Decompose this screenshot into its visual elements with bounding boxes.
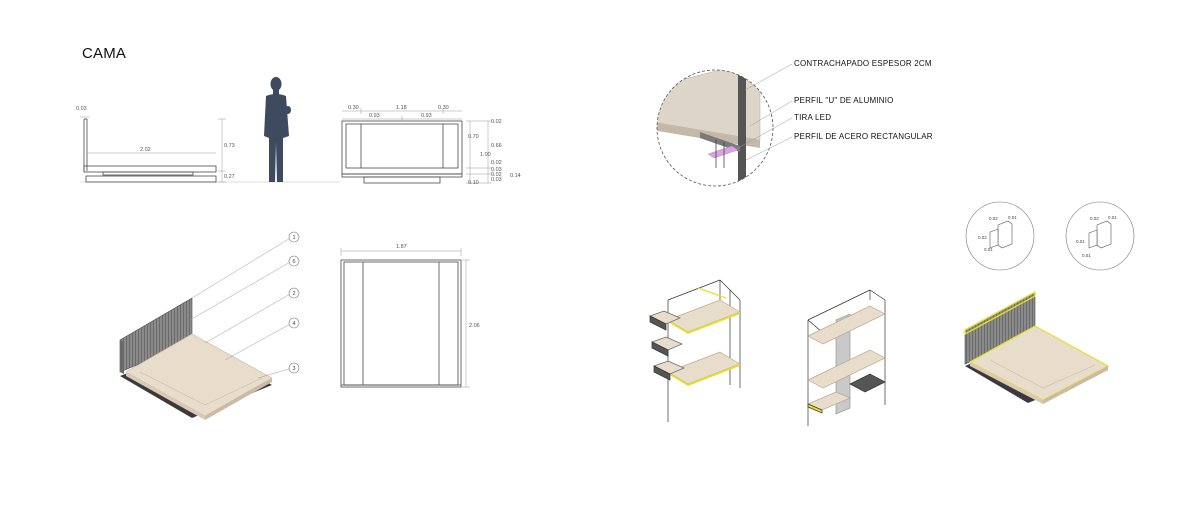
dim-front-r5: 0.02	[491, 160, 502, 166]
dim-side-base: 0.27	[224, 174, 235, 180]
callout-leaders	[189, 236, 293, 379]
svg-text:0.02: 0.02	[1090, 216, 1099, 221]
svg-text:4: 4	[292, 321, 295, 327]
dim-plan-width: 1.87	[396, 244, 407, 250]
dim-front-r3: 0.66	[491, 143, 502, 149]
isometric-bed-highlight	[964, 290, 1110, 404]
plan-view	[340, 259, 462, 388]
label-aluminium-profile: PERFIL "U" DE ALUMINIO	[794, 96, 894, 105]
svg-text:0.02: 0.02	[978, 235, 987, 240]
dim-front-r10: 0.02	[491, 172, 502, 178]
svg-text:2: 2	[292, 291, 295, 297]
plan-dims	[340, 248, 470, 388]
dim-front-right: 0.30	[438, 105, 449, 111]
label-led-strip: TIRA LED	[794, 113, 831, 122]
steel-profile	[738, 70, 746, 186]
dim-front-r8: 0.10	[468, 180, 479, 186]
isometric-bed	[119, 297, 273, 420]
human-silhouette	[264, 77, 291, 182]
front-elevation	[341, 120, 463, 184]
callout-3: 3	[288, 362, 300, 374]
dim-front-r1: 0.02	[491, 119, 502, 125]
callout-4: 4	[288, 317, 300, 329]
dim-front-mid: 1.18	[396, 105, 407, 111]
page-title: CAMA	[82, 45, 127, 62]
dim-front-r6: 0.03	[491, 167, 502, 173]
svg-text:6: 6	[292, 259, 295, 265]
label-plywood: CONTRACHAPADO ESPESOR 2CM	[794, 59, 932, 68]
profile-detail-right: 0.02 0.01 0.01 0.01	[1065, 201, 1135, 271]
side-elevation	[80, 118, 340, 183]
dim-side-top: 0.03	[76, 106, 87, 112]
svg-text:1: 1	[292, 235, 295, 241]
dim-front-r4: 1.00	[480, 152, 491, 158]
profile-detail-left: 0.02 0.01 0.02 0.01	[965, 201, 1035, 271]
dim-front-left: 0.30	[348, 105, 359, 111]
callout-1: 1	[288, 231, 300, 243]
mattress-base	[83, 165, 217, 173]
shelf-unit-1	[649, 279, 741, 422]
svg-text:0.02: 0.02	[989, 216, 998, 221]
dim-front-inner-right: 0.93	[421, 113, 432, 119]
dim-front-r2: 0.70	[468, 134, 479, 140]
dim-side-headboard: 0.73	[224, 143, 235, 149]
dim-front-r9: 0.14	[510, 173, 521, 179]
dim-front-r7: 0.03	[491, 177, 502, 183]
svg-text:0.01: 0.01	[1076, 239, 1085, 244]
detail-leaders	[737, 63, 793, 161]
detail-circle	[656, 69, 774, 187]
svg-text:0.01: 0.01	[1108, 215, 1117, 220]
callout-2: 2	[288, 287, 300, 299]
svg-text:0.01: 0.01	[1008, 215, 1017, 220]
dim-front-inner-left: 0.93	[369, 113, 380, 119]
side-dims	[80, 116, 226, 183]
shelf-unit-2	[807, 289, 886, 426]
svg-text:0.01: 0.01	[984, 247, 993, 252]
dim-side-length: 2.02	[140, 147, 151, 153]
callout-6: 6	[288, 255, 300, 267]
svg-text:3: 3	[292, 366, 295, 372]
side-frame	[102, 171, 194, 176]
dim-plan-length: 2.06	[469, 323, 480, 329]
svg-text:0.01: 0.01	[1082, 253, 1091, 258]
front-dims	[342, 108, 492, 184]
label-steel-profile: PERFIL DE ACERO RECTANGULAR	[794, 132, 933, 141]
